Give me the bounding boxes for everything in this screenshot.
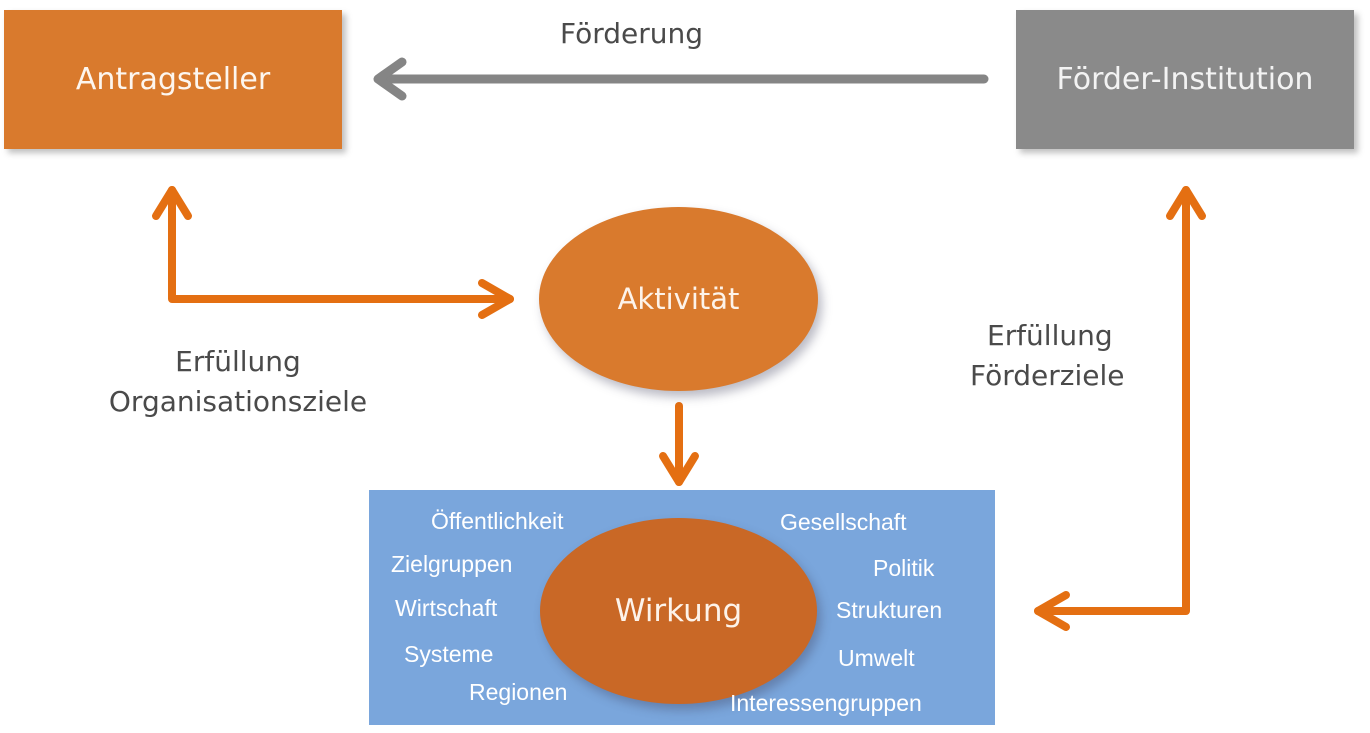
keyword-regionen: Regionen — [469, 679, 568, 705]
label-foerderziele: Erfüllung Förderziele — [962, 316, 1124, 396]
label-foerderziele-line1: Erfüllung — [987, 319, 1113, 352]
keyword-strukturen: Strukturen — [836, 597, 943, 623]
node-foerder-institution-label: Förder-Institution — [1056, 62, 1314, 97]
impact-panel: Wirkung Öffentlichkeit Zielgruppen Wirts… — [369, 490, 995, 725]
keyword-oeffentlichkeit: Öffentlichkeit — [431, 508, 564, 534]
keyword-wirtschaft: Wirtschaft — [395, 595, 498, 621]
node-foerder-institution: Förder-Institution — [1016, 10, 1354, 149]
keyword-systeme: Systeme — [404, 641, 494, 667]
foerderung-arrow — [373, 57, 989, 101]
keyword-umwelt: Umwelt — [838, 645, 915, 671]
node-wirkung-label: Wirkung — [614, 593, 743, 629]
node-antragsteller: Antragsteller — [4, 10, 342, 149]
org-goals-arrow — [152, 186, 514, 319]
activity-to-impact-arrow — [659, 402, 699, 486]
label-organisationsziele: Erfüllung Organisationsziele — [88, 342, 388, 422]
label-foerderung: Förderung — [560, 17, 704, 50]
keyword-politik: Politik — [873, 555, 935, 581]
label-organisationsziele-line1: Erfüllung — [175, 345, 301, 378]
keyword-zielgruppen: Zielgruppen — [391, 551, 513, 577]
node-aktivitaet: Aktivität — [539, 207, 818, 391]
node-antragsteller-label: Antragsteller — [75, 62, 271, 97]
label-organisationsziele-line2: Organisationsziele — [108, 385, 368, 418]
node-aktivitaet-label: Aktivität — [617, 282, 740, 316]
keyword-interessengruppen: Interessengruppen — [730, 690, 922, 716]
node-wirkung: Wirkung — [540, 518, 817, 704]
label-foerderziele-line2: Förderziele — [970, 359, 1125, 392]
keyword-gesellschaft: Gesellschaft — [780, 509, 907, 535]
funding-goals-arrow — [1034, 186, 1206, 631]
